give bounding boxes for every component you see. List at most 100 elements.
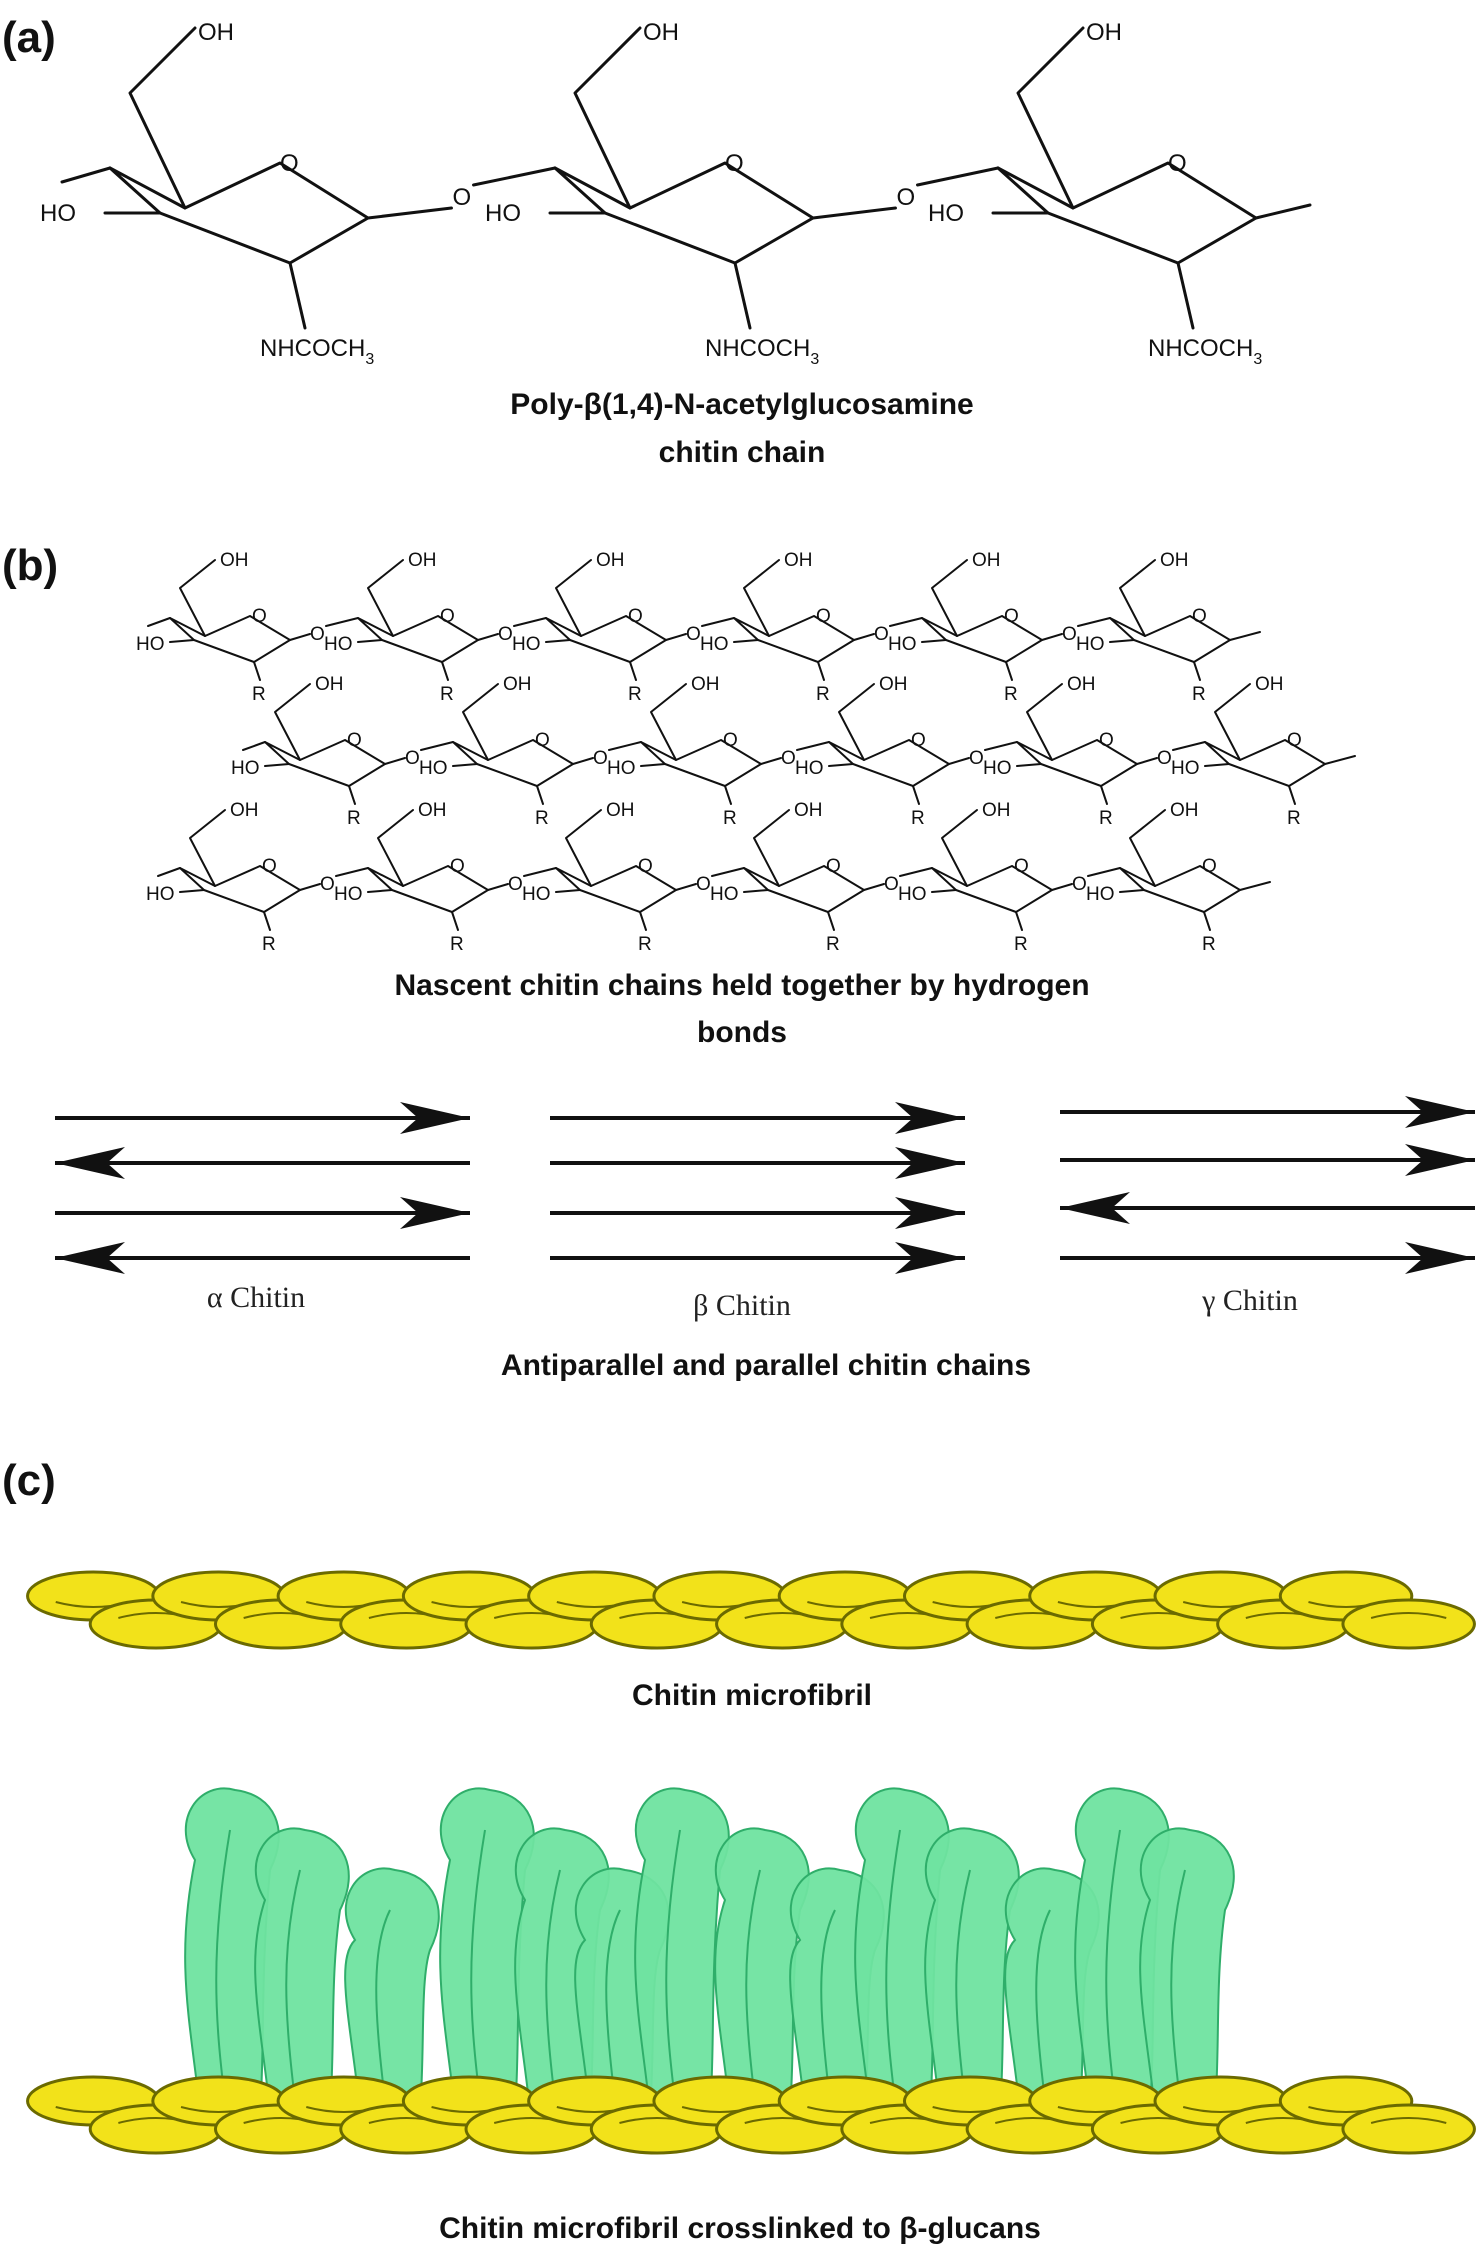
glycosidic-bond	[711, 867, 745, 877]
ch2oh-bond	[931, 559, 968, 637]
ring-oxygen-label: O	[628, 606, 643, 627]
arrowhead-right	[1405, 1144, 1475, 1176]
ho-label: HO	[231, 758, 260, 779]
hydroxyl-label: OH	[879, 674, 908, 695]
ch2oh-bond	[274, 683, 311, 761]
ho-bond	[921, 639, 947, 643]
glycosidic-bond	[477, 633, 499, 641]
ch2oh-bond	[179, 559, 216, 637]
glycosidic-oxygen-label: O	[686, 624, 701, 645]
arrowhead-right	[895, 1147, 965, 1179]
chitin-link	[1341, 1598, 1476, 1650]
ring-bond	[169, 615, 291, 663]
beta-glucan-groove	[545, 1869, 561, 2101]
ring-bond	[264, 739, 386, 787]
hydroxyl-label: OH	[198, 19, 234, 46]
glycosidic-bond	[984, 741, 1018, 751]
r-bond	[639, 911, 647, 931]
ring-bond	[733, 615, 855, 663]
glycosidic-bond	[513, 617, 547, 627]
beta-glucan-groove	[665, 1829, 681, 2101]
beta-glucan-strand	[254, 1827, 350, 2111]
acetamido-label: NHCOCH3	[705, 335, 819, 368]
glycosidic-oxygen-label: O	[1072, 874, 1087, 895]
chitin-link-groove	[1370, 2117, 1447, 2124]
arrowhead-left	[1060, 1192, 1130, 1224]
r-group-label: R	[262, 934, 276, 955]
arrowhead-right	[895, 1197, 965, 1229]
ring-bond	[1119, 865, 1241, 913]
glycosidic-bond	[325, 617, 359, 627]
ch2oh-bond	[189, 809, 226, 887]
beta-chitin-label: β Chitin	[693, 1289, 791, 1322]
arrowhead-right	[1405, 1242, 1475, 1274]
arrowhead-right	[895, 1102, 965, 1134]
hydroxyl-label: OH	[606, 800, 635, 821]
ho-label: HO	[1171, 758, 1200, 779]
ho-label: HO	[485, 200, 521, 227]
chain-orientation-arrows	[55, 1096, 1475, 1274]
ho-bond	[1109, 639, 1135, 643]
glycosidic-bond	[1041, 633, 1063, 641]
beta-glucan-groove	[1105, 1829, 1121, 2101]
r-group-label: R	[1004, 684, 1018, 705]
ring-bond	[545, 615, 667, 663]
ring-bond	[1016, 739, 1138, 787]
arrowhead-left	[55, 1242, 125, 1274]
r-group-label: R	[816, 684, 830, 705]
ring-bond	[921, 615, 1043, 663]
ho-bond	[357, 639, 383, 643]
ho-bond	[264, 763, 290, 767]
ho-label: HO	[888, 634, 917, 655]
glycosidic-oxygen-label: O	[593, 748, 608, 769]
alpha-chitin-label: α Chitin	[207, 1281, 305, 1314]
ring-oxygen-label: O	[450, 856, 465, 877]
acetamido-label: NHCOCH3	[260, 335, 374, 368]
panel-b-caption-line2: bonds	[697, 1016, 787, 1049]
ch2oh-bond	[128, 26, 197, 210]
r-bond	[827, 911, 835, 931]
beta-glucan-groove	[375, 1909, 391, 2101]
ho-bond	[1119, 889, 1145, 893]
ho-bond	[169, 639, 195, 643]
ring-bond	[367, 865, 489, 913]
glycosidic-bond	[899, 867, 933, 877]
ch2oh-bond	[753, 809, 790, 887]
arrowhead-right	[400, 1102, 470, 1134]
hydroxyl-label: OH	[596, 550, 625, 571]
ch2oh-bond	[573, 26, 642, 210]
ho-label: HO	[334, 884, 363, 905]
glycosidic-bond	[1051, 883, 1073, 891]
arrows-caption: Antiparallel and parallel chitin chains	[501, 1349, 1031, 1382]
panel-a-label: (a)	[2, 13, 56, 62]
hydroxyl-label: OH	[230, 800, 259, 821]
ring-oxygen-label: O	[1202, 856, 1217, 877]
ring-oxygen-label: O	[1192, 606, 1207, 627]
ho-bond	[1016, 763, 1042, 767]
beta-glucan-strand	[634, 1787, 730, 2111]
ho-label: HO	[146, 884, 175, 905]
r-bond	[451, 911, 459, 931]
hydroxyl-label: OH	[1086, 19, 1122, 46]
glycosidic-bond	[572, 757, 594, 765]
ho-bond	[452, 763, 478, 767]
ring-oxygen-label: O	[262, 856, 277, 877]
nh-bond	[1176, 261, 1195, 330]
glycosidic-bond	[366, 206, 453, 220]
ho-bond	[179, 889, 205, 893]
ring-oxygen-label: O	[440, 606, 455, 627]
glycosidic-bond	[384, 757, 406, 765]
ho-label: HO	[512, 634, 541, 655]
beta-glucan-groove	[285, 1869, 301, 2101]
beta-glucan-groove	[1035, 1909, 1051, 2101]
terminal-bond	[147, 617, 171, 627]
arrowhead-right	[895, 1242, 965, 1274]
hydroxyl-label: OH	[1255, 674, 1284, 695]
glycosidic-bond	[523, 867, 557, 877]
beta-glucan-strands	[184, 1787, 1235, 2111]
ch2oh-bond	[650, 683, 687, 761]
r-bond	[1288, 785, 1296, 805]
ring-bond	[931, 865, 1053, 913]
subscript-3: 3	[365, 351, 374, 368]
r-group-label: R	[440, 684, 454, 705]
